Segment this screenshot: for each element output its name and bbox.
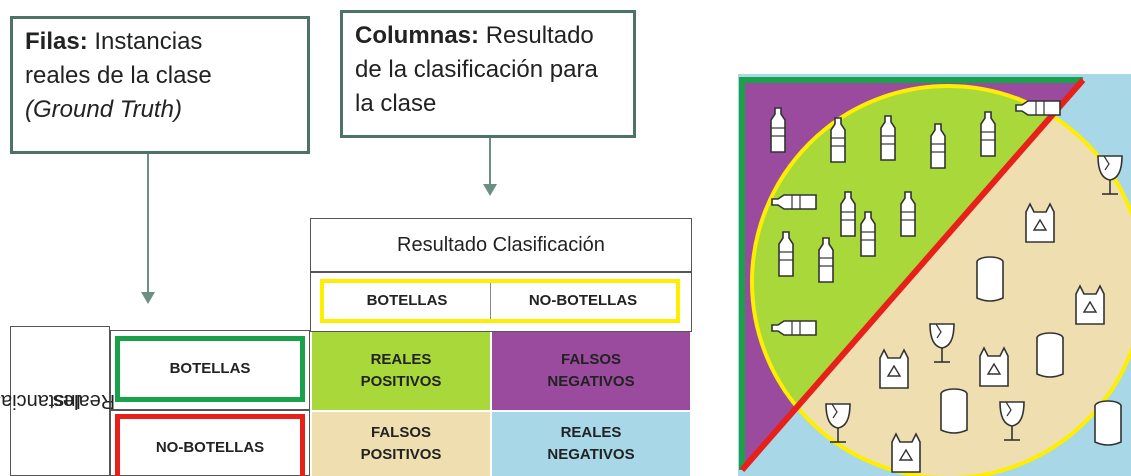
prediction-circle bbox=[750, 84, 1131, 476]
row-bottles-box bbox=[110, 330, 310, 410]
can-icon bbox=[940, 388, 968, 434]
can-icon bbox=[1036, 332, 1064, 378]
classification-result-header: Resultado Clasificación bbox=[310, 218, 692, 272]
row-label-non-bottles: NO-BOTELLAS bbox=[115, 414, 305, 476]
columns-callout: Columnas: Resultado de la clasificación … bbox=[340, 10, 636, 138]
can-icon bbox=[976, 256, 1004, 302]
rows-callout-line2: reales de la clase bbox=[25, 62, 212, 89]
rows-callout-line3: (Ground Truth) bbox=[25, 96, 182, 123]
rows-callout-line1: Instancias bbox=[94, 28, 203, 55]
cell-true-positives: REALES POSITIVOS bbox=[312, 332, 490, 410]
tn-line2: NEGATIVOS bbox=[547, 446, 635, 463]
cell-false-positives: FALSOS POSITIVOS bbox=[312, 412, 490, 476]
columns-callout-title: Columnas: bbox=[355, 22, 480, 49]
columns-callout-line2: de la clasificación para bbox=[355, 56, 598, 83]
rows-callout-title: Filas: bbox=[25, 28, 88, 55]
tp-line2: POSITIVOS bbox=[360, 373, 442, 390]
fp-line2: POSITIVOS bbox=[360, 446, 442, 463]
columns-arrowhead bbox=[483, 184, 497, 196]
fn-line2: NEGATIVOS bbox=[547, 373, 635, 390]
tn-line1: REALES bbox=[560, 424, 622, 441]
column-divider bbox=[490, 283, 491, 319]
columns-arrow-line bbox=[489, 138, 491, 186]
class-boundary-line bbox=[739, 78, 1086, 472]
cell-true-negatives: REALES NEGATIVOS bbox=[492, 412, 690, 476]
prediction-outline bbox=[320, 279, 680, 323]
columns-callout-line3: la clase bbox=[355, 90, 437, 117]
rows-arrow-line bbox=[147, 154, 149, 294]
columns-callout-line1: Resultado bbox=[485, 22, 594, 49]
actual-positive-outline bbox=[739, 77, 1083, 470]
rows-callout: Filas: Instancias reales de la clase (Gr… bbox=[10, 16, 310, 154]
tp-line1: REALES bbox=[370, 351, 432, 368]
bottles-illustration bbox=[738, 74, 1131, 476]
rows-arrowhead bbox=[141, 292, 155, 304]
column-label-non-bottles: NO-BOTELLAS bbox=[528, 292, 638, 309]
can-icon bbox=[1094, 400, 1122, 446]
cell-false-negatives: FALSOS NEGATIVOS bbox=[492, 332, 690, 410]
row-header-box bbox=[10, 326, 110, 476]
column-label-bottles: BOTELLAS bbox=[366, 292, 448, 309]
row-label-bottles: BOTELLAS bbox=[115, 336, 305, 402]
fp-line1: FALSOS bbox=[370, 424, 431, 441]
row-header: InstanciasReales bbox=[0, 326, 115, 476]
fn-line1: FALSOS bbox=[560, 351, 621, 368]
